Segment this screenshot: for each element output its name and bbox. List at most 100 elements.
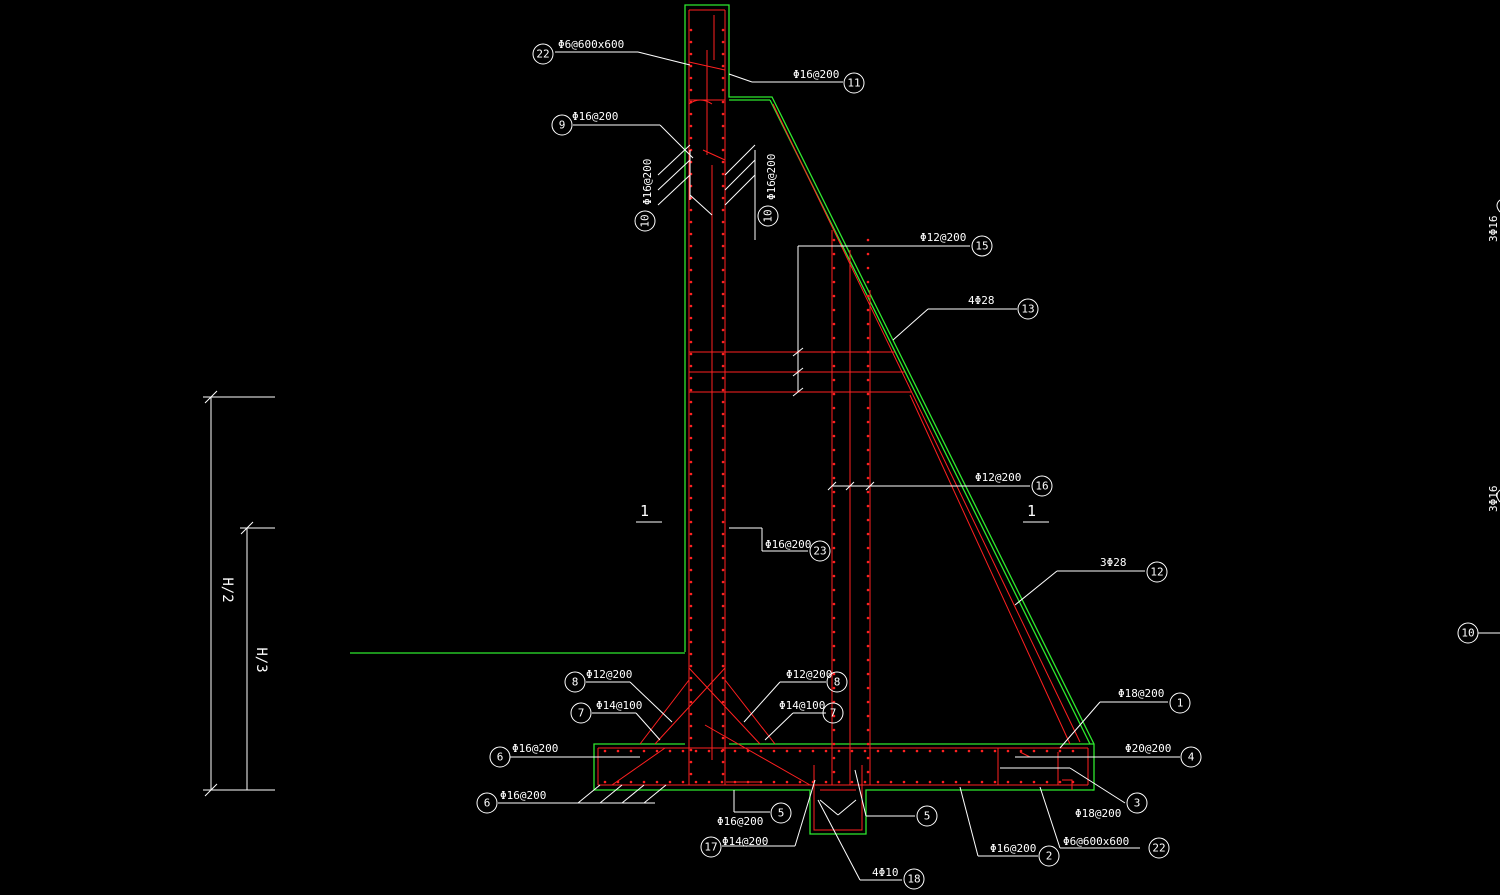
rebar-dot <box>689 544 693 548</box>
rebar-dot <box>798 749 802 753</box>
callout-spec: Φ16@200 <box>717 815 763 828</box>
rebar-dot <box>689 76 693 80</box>
rebar-dot <box>837 780 841 784</box>
rebar-dot <box>866 420 870 424</box>
rebar-dot <box>967 780 971 784</box>
rebar-dot <box>689 424 693 428</box>
rebar-dot <box>1032 749 1036 753</box>
rebar-dot <box>721 772 725 776</box>
callout-number: 5 <box>778 807 785 820</box>
rebar-dot <box>832 462 836 466</box>
rebar-dot <box>629 780 633 784</box>
rebar-dot <box>1032 780 1036 784</box>
rebar-dot <box>689 520 693 524</box>
callout-number: 23 <box>813 545 826 558</box>
rebar-dot <box>721 100 725 104</box>
rebar-dot <box>866 252 870 256</box>
rebar-dot <box>811 780 815 784</box>
rebar-dot <box>832 630 836 634</box>
rebar-dot <box>689 664 693 668</box>
rebar-dot <box>689 376 693 380</box>
rebar-dot <box>689 64 693 68</box>
rebar-dot <box>721 688 725 692</box>
callout-spec: Φ16@200 <box>990 842 1036 855</box>
rebar-dot <box>733 749 737 753</box>
rebar-dot <box>720 780 724 784</box>
rebar-dot <box>866 560 870 564</box>
callout-bubble <box>1180 746 1202 768</box>
rebar-dot <box>832 574 836 578</box>
rebar-dot <box>759 780 763 784</box>
rebar-dot <box>866 504 870 508</box>
rebar-dot <box>866 546 870 550</box>
edge-text-top: 3Φ16 <box>1487 216 1500 243</box>
rebar-dot <box>689 268 693 272</box>
rebar-dot <box>785 749 789 753</box>
section-mark-right-label: 1 <box>1027 502 1036 520</box>
rebar-dot <box>721 208 725 212</box>
callout-bubble <box>1126 792 1148 814</box>
callout-bubble <box>570 702 592 724</box>
rebar-dot <box>1058 749 1062 753</box>
rebar-dot <box>721 184 725 188</box>
callout-number: 10 <box>639 214 652 227</box>
rebar-dot <box>866 294 870 298</box>
rebar-dot <box>993 780 997 784</box>
rebar-dot <box>832 742 836 746</box>
rebar-dot <box>721 112 725 116</box>
callout-number: 15 <box>975 240 988 253</box>
rebar-dot <box>681 780 685 784</box>
rebar-dot <box>689 676 693 680</box>
rebar-dot <box>832 672 836 676</box>
rebar-dot <box>689 124 693 128</box>
dimension-h3: H/3 <box>240 521 275 790</box>
rebar-dot <box>721 724 725 728</box>
rebar-dot <box>721 628 725 632</box>
rebar-dot <box>866 266 870 270</box>
rebar-dot <box>689 316 693 320</box>
rebar-dot <box>689 232 693 236</box>
rebar-dot <box>863 749 867 753</box>
rebar-dot <box>689 364 693 368</box>
section-mark-left-label: 1 <box>640 502 649 520</box>
rebar-dot <box>772 749 776 753</box>
rebar-dot <box>832 476 836 480</box>
rebar-dot <box>832 364 836 368</box>
rebar-dot <box>689 412 693 416</box>
callout-number: 17 <box>704 841 717 854</box>
rebar-dot <box>832 756 836 760</box>
rebar-dot <box>689 112 693 116</box>
callouts: 22Φ6@600x60011Φ16@2009Φ16@20010Φ16@20010… <box>476 38 1479 890</box>
rebar-dot <box>866 742 870 746</box>
callout-leaders <box>498 51 1500 881</box>
rebar-dot <box>721 508 725 512</box>
rebar-dot <box>866 238 870 242</box>
rebar-dot <box>733 780 737 784</box>
rebar-dot <box>721 532 725 536</box>
rebar-dot <box>616 749 620 753</box>
callout-number: 12 <box>1150 566 1163 579</box>
rebar-dot <box>721 196 725 200</box>
rebar-dot <box>603 749 607 753</box>
rebar-dot <box>954 780 958 784</box>
section-mark-left: 1 <box>636 502 662 523</box>
rebar-dot <box>721 148 725 152</box>
rebar-dot <box>721 640 725 644</box>
callout-bubble <box>1457 622 1479 644</box>
rebar-dot <box>866 756 870 760</box>
rebar-dot <box>866 336 870 340</box>
rebar-dot <box>689 616 693 620</box>
callout-spec: Φ12@200 <box>586 668 632 681</box>
callout-bubble <box>1148 837 1170 859</box>
callout-number: 6 <box>484 797 491 810</box>
rebar-dot <box>629 749 633 753</box>
rebar-dot <box>866 644 870 648</box>
rebar-dot <box>866 588 870 592</box>
rebar-dot <box>866 434 870 438</box>
callout-bubble <box>700 836 722 858</box>
rebar-dot <box>889 749 893 753</box>
